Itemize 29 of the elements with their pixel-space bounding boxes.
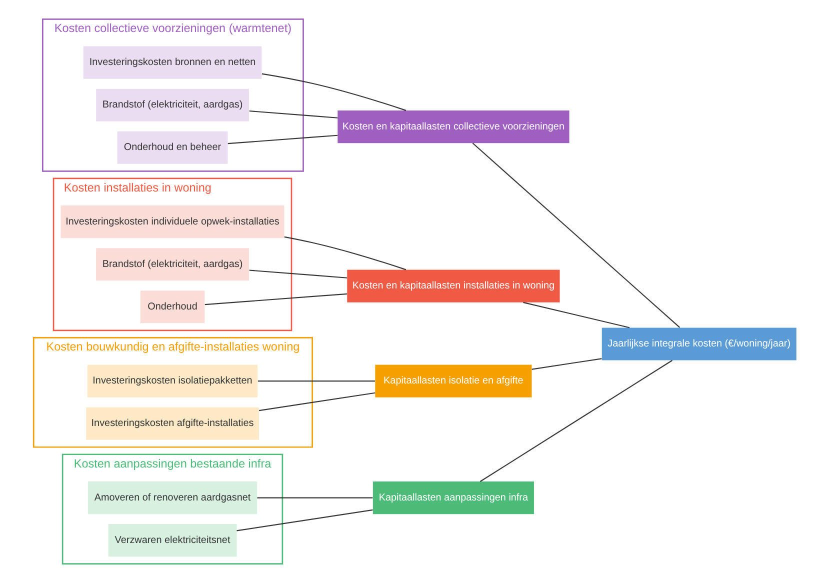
node-box: Kosten en kapitaallasten installaties in woning: [347, 270, 560, 302]
connector: [284, 236, 406, 270]
connector: [228, 134, 338, 144]
connector: [249, 110, 338, 118]
connector: [472, 142, 680, 328]
node-box: Onderhoud: [140, 290, 205, 324]
node-box: Investeringskosten bronnen en netten: [83, 46, 262, 79]
connector: [258, 380, 375, 382]
node-box: Investeringskosten individuele opwek-installaties: [60, 206, 284, 238]
node-box: Brandstof (elektriciteit, aardgas): [96, 88, 249, 122]
node-box: Kapitaallasten aanpassingen infra: [372, 482, 534, 514]
node-box: Kosten en kapitaallasten collectieve voorzieningen: [338, 110, 570, 144]
node-box: Investeringskosten isolatiepakketten: [87, 364, 258, 398]
node-box: Onderhoud en beheer: [117, 131, 228, 164]
node-box: Jaarlijkse integrale kosten (€/woning/jaar): [602, 328, 796, 360]
connector: [480, 360, 673, 482]
connector: [257, 497, 373, 498]
node-box: Brandstof (elektriciteit, aardgas): [96, 248, 249, 281]
node-box: Amoveren of renoveren aardgasnet: [88, 482, 258, 514]
connector: [262, 73, 406, 111]
connector: [258, 392, 376, 412]
connector: [204, 293, 348, 306]
node-box: Kapitaallasten isolatie en afgifte: [375, 364, 532, 398]
connector: [249, 270, 348, 278]
node-box: Verzwaren elektriciteitsnet: [108, 524, 237, 557]
node-box: Investeringskosten afgifte-installaties: [86, 407, 259, 440]
connector: [523, 302, 630, 328]
connector: [532, 358, 602, 370]
connector: [236, 509, 373, 532]
